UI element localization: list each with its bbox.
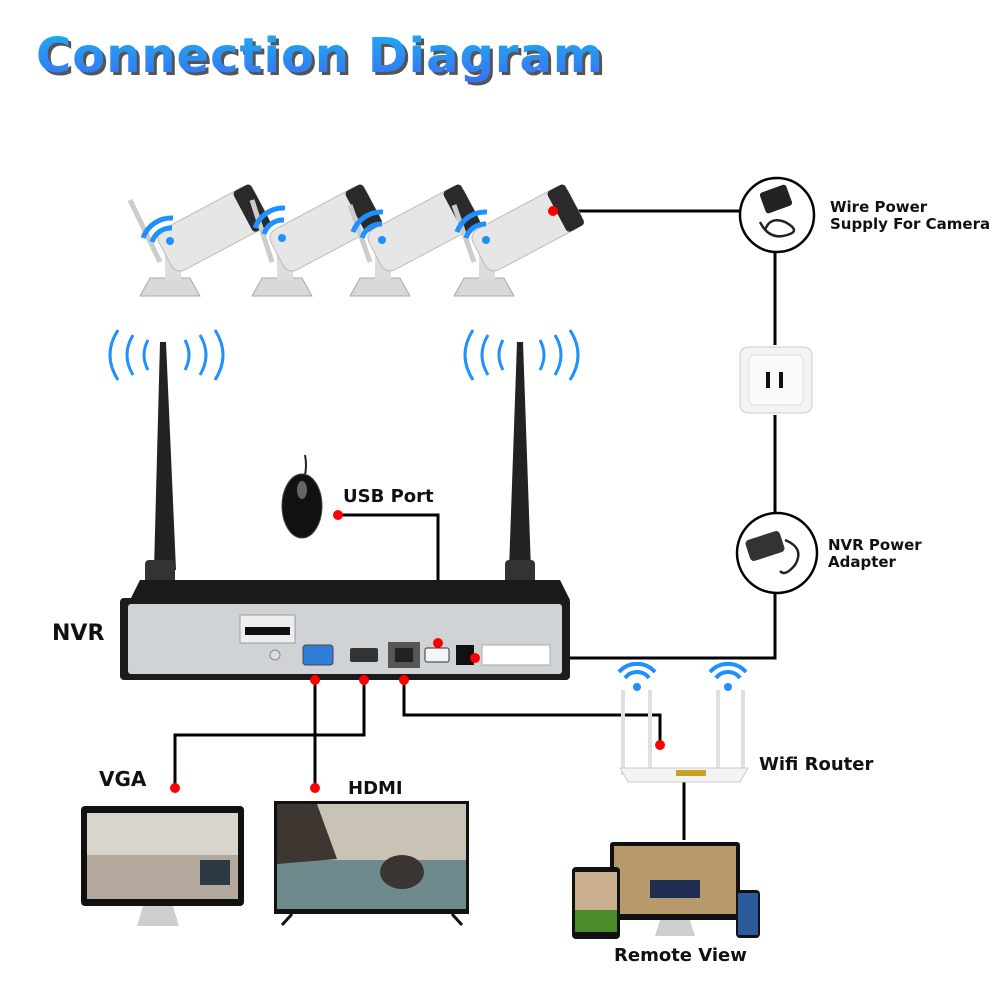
nvr-antennas [145, 342, 535, 620]
nvr-power-line1: NVR Power [828, 536, 922, 554]
wire-power-line1: Wire Power [830, 198, 928, 216]
wire-power-label: Wire Power Supply For Camera [830, 199, 990, 233]
dot-camera [548, 206, 558, 216]
wifi-router-label: Wifi Router [759, 754, 874, 775]
wire-adapter-to-nvr [475, 590, 777, 660]
wifi-router [617, 661, 749, 783]
usb-port-label: USB Port [343, 486, 434, 507]
dot-usb [433, 638, 443, 648]
camera-3 [347, 184, 481, 297]
wire-hdmi [173, 680, 366, 788]
wifi-signal-icon [350, 209, 384, 239]
dot-mouse [333, 510, 343, 520]
wires [173, 209, 777, 840]
wire-power-line2: Supply For Camera [830, 215, 991, 233]
connector-dots [170, 206, 665, 793]
page-title: Connection Diagram [36, 28, 604, 84]
remote-view-devices [572, 842, 760, 939]
cameras [127, 184, 585, 297]
nvr-label: NVR [52, 621, 105, 646]
vga-label: VGA [99, 767, 147, 791]
camera-1 [127, 184, 271, 297]
wall-outlet [739, 346, 813, 414]
nvr-power-adapter [735, 511, 819, 595]
dot-wan [399, 675, 409, 685]
camera-4 [451, 184, 585, 297]
wire-power-supply [738, 176, 816, 254]
dot-vga [310, 675, 320, 685]
dot-hdmi [359, 675, 369, 685]
hdmi-tv [274, 801, 469, 927]
dot-router [655, 740, 665, 750]
dot-vga-monitor [170, 783, 180, 793]
dot-hdmi-tv [310, 783, 320, 793]
usb-mouse [281, 454, 323, 539]
dot-dc [470, 653, 480, 663]
wifi-signal-icon [252, 205, 286, 235]
nvr-power-line2: Adapter [828, 553, 896, 571]
nvr-device [120, 580, 570, 680]
hdmi-label: HDMI [348, 778, 403, 799]
wifi-signal-icon [617, 661, 748, 680]
nvr-power-label: NVR Power Adapter [828, 537, 922, 571]
nvr-wifi-waves [108, 329, 580, 381]
wifi-signal-icon [454, 209, 488, 239]
wire-wan [402, 680, 662, 745]
wifi-signal-icon [140, 215, 174, 243]
vga-monitor [81, 806, 244, 926]
remote-view-label: Remote View [614, 945, 747, 966]
